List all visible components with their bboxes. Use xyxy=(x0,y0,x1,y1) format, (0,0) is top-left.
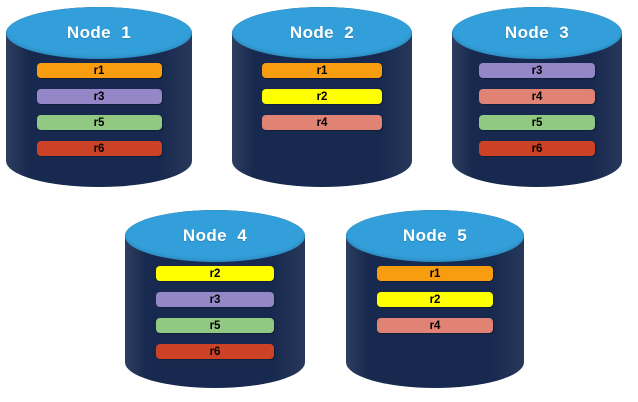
node-label: Node 3 xyxy=(504,23,570,43)
cylinder-top-disc xyxy=(6,7,192,60)
record-bar-r4[interactable]: r4 xyxy=(262,115,382,130)
cylinder-top-disc xyxy=(232,7,412,60)
record-bar-r6[interactable]: r6 xyxy=(156,344,274,359)
record-bar-r6[interactable]: r6 xyxy=(36,141,162,156)
node-label: Node 5 xyxy=(402,225,468,245)
record-list: r1 r2 r4 xyxy=(232,63,412,130)
record-bar-r3[interactable]: r3 xyxy=(156,292,274,307)
record-bar-r3[interactable]: r3 xyxy=(479,63,595,78)
node-label: Node 2 xyxy=(289,23,355,43)
record-bar-r1[interactable]: r1 xyxy=(377,266,493,281)
record-bar-r5[interactable]: r5 xyxy=(156,318,274,333)
record-bar-r6[interactable]: r6 xyxy=(479,141,595,156)
node-label: Node 4 xyxy=(182,225,248,245)
database-node-2[interactable]: Node 2 r1 r2 r4 xyxy=(232,7,412,187)
record-bar-r4[interactable]: r4 xyxy=(377,318,493,333)
cylinder-top-disc xyxy=(452,7,622,60)
record-list: r3 r4 r5 r6 xyxy=(452,63,622,156)
record-bar-r1[interactable]: r1 xyxy=(262,63,382,78)
record-list: r1 r2 r4 xyxy=(346,266,524,333)
record-bar-r5[interactable]: r5 xyxy=(479,115,595,130)
database-node-1[interactable]: Node 1 r1 r3 r5 r6 xyxy=(6,7,192,187)
record-bar-r2[interactable]: r2 xyxy=(262,89,382,104)
record-bar-r2[interactable]: r2 xyxy=(377,292,493,307)
record-bar-r2[interactable]: r2 xyxy=(156,266,274,281)
cylinder-top-disc xyxy=(346,210,524,262)
database-node-5[interactable]: Node 5 r1 r2 r4 xyxy=(346,210,524,388)
database-node-3[interactable]: Node 3 r3 r4 r5 r6 xyxy=(452,7,622,187)
record-bar-r3[interactable]: r3 xyxy=(36,89,162,104)
cylinder-top-disc xyxy=(125,210,305,262)
record-bar-r4[interactable]: r4 xyxy=(479,89,595,104)
node-label: Node 1 xyxy=(66,23,132,43)
record-bar-r5[interactable]: r5 xyxy=(36,115,162,130)
record-list: r1 r3 r5 r6 xyxy=(6,63,192,156)
record-list: r2 r3 r5 r6 xyxy=(125,266,305,359)
database-node-4[interactable]: Node 4 r2 r3 r5 r6 xyxy=(125,210,305,388)
record-bar-r1[interactable]: r1 xyxy=(36,63,162,78)
